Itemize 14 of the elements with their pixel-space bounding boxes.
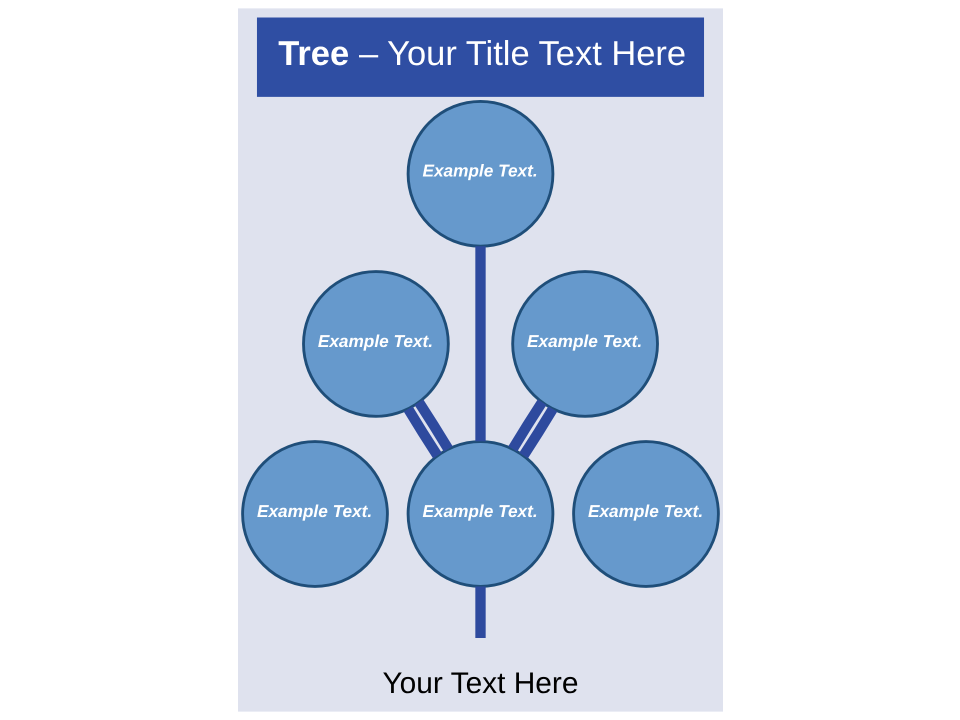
connector (508, 399, 546, 452)
caption: Your Text Here (382, 667, 578, 700)
connector (414, 399, 452, 452)
connector (518, 406, 557, 458)
node-circle: Example Text. (302, 270, 450, 418)
connector (403, 406, 442, 458)
node-circle: Example Text. (510, 270, 658, 418)
node-circle: Example Text. (406, 100, 554, 248)
node-circle: Example Text. (572, 440, 720, 588)
diagram-title: Tree – Your Title Text Here (278, 35, 686, 74)
node-circle: Example Text. (240, 440, 388, 588)
connector (474, 586, 486, 638)
connector (474, 246, 486, 442)
node-circle: Example Text. (406, 440, 554, 588)
